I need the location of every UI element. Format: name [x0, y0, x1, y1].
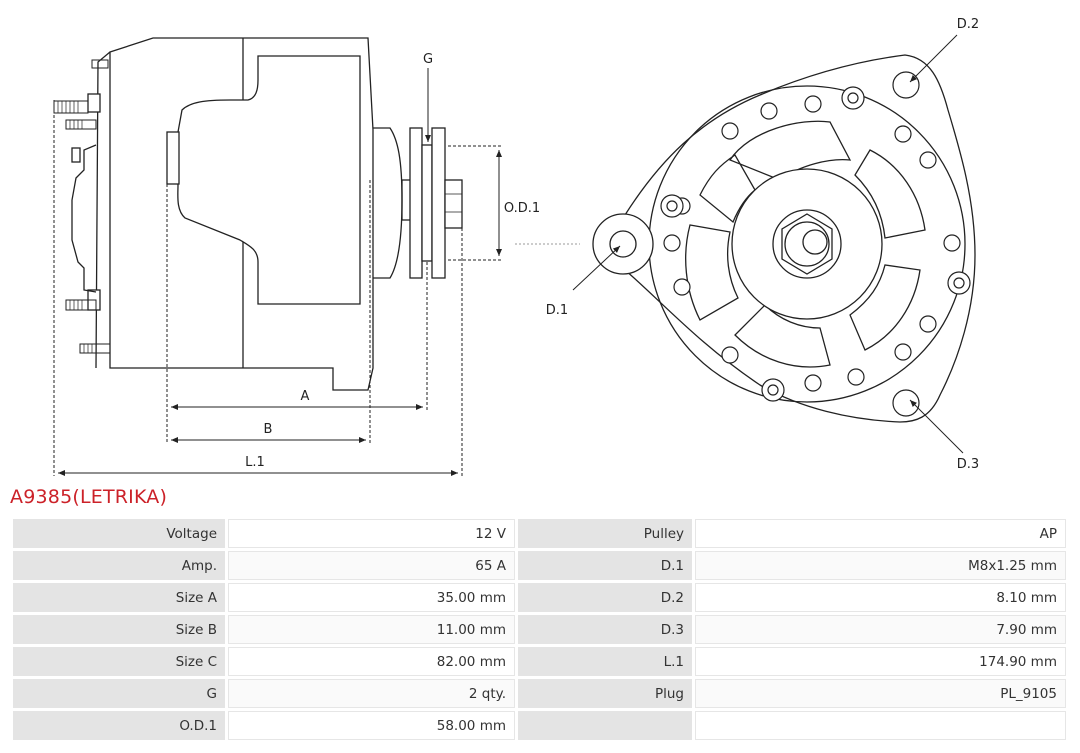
spec-value: PL_9105 [695, 679, 1066, 708]
spec-value: 35.00 mm [228, 583, 515, 612]
spec-key [518, 711, 692, 740]
dim-label-a: A [301, 389, 310, 404]
spec-key: Voltage [13, 519, 225, 548]
spec-key: G [13, 679, 225, 708]
front-view-leaders [515, 34, 964, 454]
table-row: O.D.1 58.00 mm [13, 711, 1066, 740]
spec-key: Size B [13, 615, 225, 644]
spec-key: Size A [13, 583, 225, 612]
dim-label-b: B [264, 422, 273, 437]
spec-key: Plug [518, 679, 692, 708]
spec-key: Amp. [13, 551, 225, 580]
spec-value [695, 711, 1066, 740]
alternator-front-view [592, 54, 976, 423]
specification-table: Voltage 12 V Pulley AP Amp. 65 A D.1 M8x… [10, 516, 1069, 743]
spec-key: D.1 [518, 551, 692, 580]
dim-label-od1: O.D.1 [504, 201, 540, 216]
spec-key: Size C [13, 647, 225, 676]
spec-value: 11.00 mm [228, 615, 515, 644]
spec-value: 58.00 mm [228, 711, 515, 740]
spec-value: 7.90 mm [695, 615, 1066, 644]
dim-label-l1: L.1 [245, 455, 265, 470]
dim-label-d3: D.3 [957, 457, 979, 472]
alternator-technical-drawing: G O.D.1 A B L.1 [53, 17, 979, 476]
spec-value: 12 V [228, 519, 515, 548]
table-row: Size B 11.00 mm D.3 7.90 mm [13, 615, 1066, 644]
spec-value: 65 A [228, 551, 515, 580]
table-row: Voltage 12 V Pulley AP [13, 519, 1066, 548]
table-row: Size C 82.00 mm L.1 174.90 mm [13, 647, 1066, 676]
spec-key: O.D.1 [13, 711, 225, 740]
table-row: Amp. 65 A D.1 M8x1.25 mm [13, 551, 1066, 580]
spec-value: 2 qty. [228, 679, 515, 708]
spec-value: 174.90 mm [695, 647, 1066, 676]
spec-key: D.2 [518, 583, 692, 612]
spec-value: 8.10 mm [695, 583, 1066, 612]
alternator-side-view [53, 37, 463, 391]
dim-label-g: G [423, 52, 433, 67]
dim-label-d2: D.2 [957, 17, 979, 32]
table-row: G 2 qty. Plug PL_9105 [13, 679, 1066, 708]
spec-value: 82.00 mm [228, 647, 515, 676]
spec-value: AP [695, 519, 1066, 548]
spec-value: M8x1.25 mm [695, 551, 1066, 580]
product-title: A9385(LETRIKA) [10, 486, 168, 508]
spec-key: D.3 [518, 615, 692, 644]
spec-key: L.1 [518, 647, 692, 676]
side-view-dimensions [53, 68, 503, 476]
table-row: Size A 35.00 mm D.2 8.10 mm [13, 583, 1066, 612]
spec-key: Pulley [518, 519, 692, 548]
dim-label-d1: D.1 [546, 303, 568, 318]
